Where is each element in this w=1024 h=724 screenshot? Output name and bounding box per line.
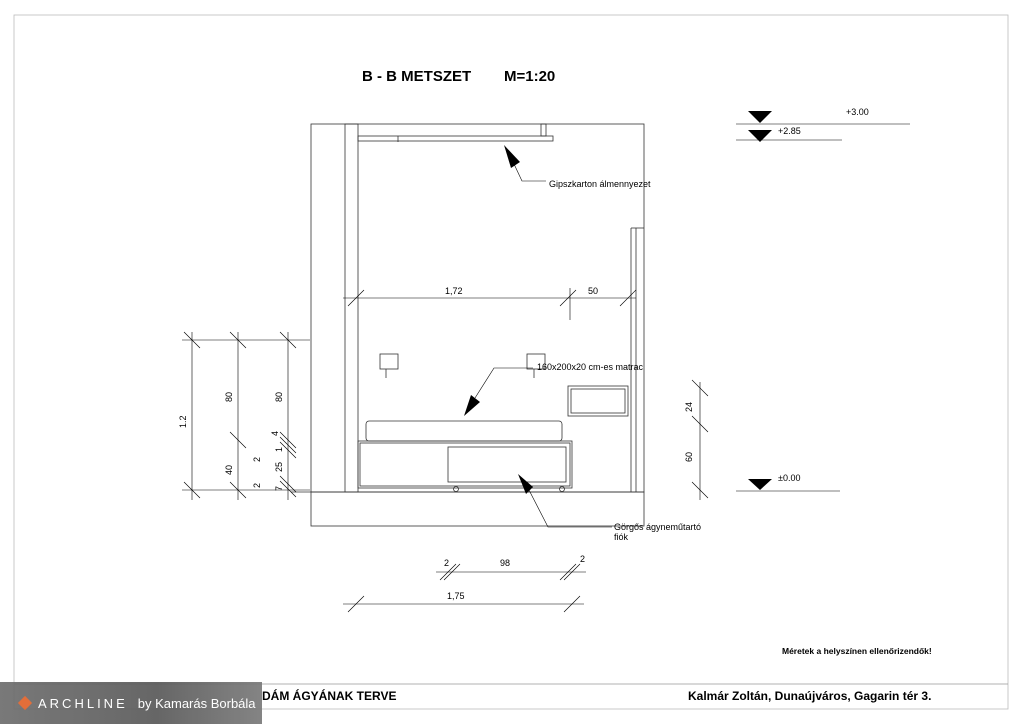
arrow-icon	[464, 395, 480, 416]
drawer-shape	[447, 446, 567, 483]
dim-label: 80	[274, 392, 284, 402]
mattress-shape	[365, 420, 563, 442]
dim-label: 2	[252, 483, 262, 488]
level-marker-icon	[748, 111, 772, 123]
logo-author: by Kamarás Borbála	[137, 695, 256, 711]
drawer-label-1: Görgős ágyneműtartó	[614, 522, 701, 532]
arrow-icon	[504, 145, 520, 168]
drawer-label-2: fiók	[614, 532, 629, 542]
annotations: Gipszkarton álmennyezet 160x200x20 cm-es…	[464, 145, 701, 542]
dim-label: 25	[274, 462, 284, 472]
client-address: Kalmár Zoltán, Dunaújváros, Gagarin tér …	[688, 689, 931, 703]
bed-base	[357, 440, 573, 489]
lamp-right	[526, 353, 546, 370]
drawing-scale: M=1:20	[504, 68, 555, 85]
site-check-note: Méretek a helyszínen ellenőrizendők!	[782, 646, 932, 656]
level-markers: +3.00 +2.85 ±0.00	[736, 107, 910, 492]
level-label-300: +3.00	[846, 107, 869, 117]
dim-label: 2	[444, 558, 449, 568]
dim-label: 50	[588, 286, 598, 296]
dim-label: 40	[224, 465, 234, 475]
dim-label: 1,72	[445, 286, 463, 296]
arrow-icon	[518, 474, 533, 494]
dimension-lines	[182, 288, 709, 613]
dim-label: 2	[252, 457, 262, 462]
archline-logo-bar: ARCHLINE by Kamarás Borbála	[0, 682, 262, 724]
dim-label: 1.2	[178, 415, 188, 428]
dim-label: 24	[684, 402, 694, 412]
room-section	[291, 123, 645, 527]
left-column	[344, 123, 359, 493]
project-title: DÁM ÁGYÁNAK TERVE	[262, 688, 396, 703]
lamp-left	[379, 353, 399, 370]
dim-label: 60	[684, 452, 694, 462]
mattress-label: 160x200x20 cm-es matrac	[537, 362, 644, 372]
dim-label: 4	[270, 431, 280, 436]
wall-panel	[567, 385, 629, 417]
level-marker-icon	[748, 479, 772, 490]
dim-label: 2	[580, 554, 585, 564]
suspended-ceiling	[357, 135, 554, 142]
sheet-border	[13, 14, 1009, 710]
archline-logo-icon	[17, 695, 33, 711]
dimension-labels: 1,72 50 1.2 80 40 2 2 80 4 1 25 7 24 60 …	[178, 286, 694, 601]
dim-label: 80	[224, 392, 234, 402]
archline-brand: ARCHLINE	[38, 695, 128, 711]
dim-label: 98	[500, 558, 510, 568]
dim-label: 7	[274, 486, 284, 491]
ceiling-label: Gipszkarton álmennyezet	[549, 179, 651, 189]
level-label-285: +2.85	[778, 126, 801, 136]
dim-label: 1	[274, 447, 284, 452]
level-label-000: ±0.00	[778, 473, 800, 483]
dim-label: 1,75	[447, 591, 465, 601]
level-marker-icon	[748, 130, 772, 142]
floor-slab	[310, 491, 645, 527]
drawing-title: B - B METSZET	[362, 68, 471, 85]
